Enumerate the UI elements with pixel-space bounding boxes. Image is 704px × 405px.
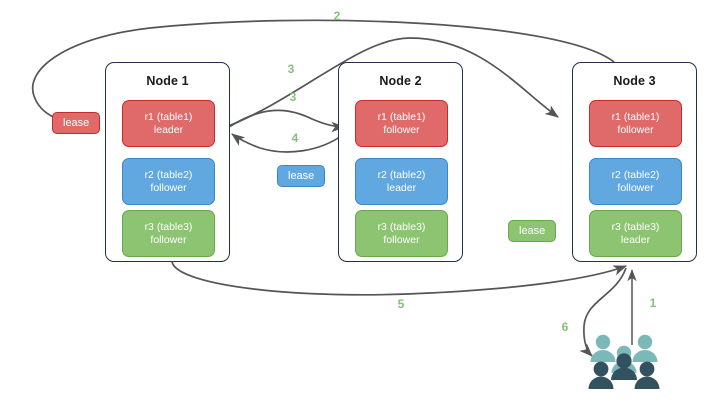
lease-badge-blue[interactable]: lease xyxy=(277,165,326,187)
replica-role: follower xyxy=(383,233,420,246)
users-front-row xyxy=(588,353,660,389)
replica-role: follower xyxy=(383,123,420,136)
node-1[interactable]: Node 1 r1 (table1) leader r2 (table2) fo… xyxy=(105,62,230,262)
node-2-replica-r3[interactable]: r3 (table3) follower xyxy=(355,210,448,257)
node-1-replica-r2[interactable]: r2 (table2) follower xyxy=(122,158,215,205)
step-label-3a: 3 xyxy=(287,62,295,76)
replica-name: r1 (table1) xyxy=(611,110,660,123)
edge-step-3b xyxy=(225,109,346,133)
users-icon[interactable] xyxy=(588,331,666,393)
step-label-2: 2 xyxy=(333,9,341,23)
step-label-6: 6 xyxy=(561,320,569,334)
replica-name: r3 (table3) xyxy=(144,220,193,233)
node-2-replica-r2[interactable]: r2 (table2) leader xyxy=(355,158,448,205)
node-1-replica-r3[interactable]: r3 (table3) follower xyxy=(122,210,215,257)
replica-role: follower xyxy=(617,181,654,194)
replica-name: r2 (table2) xyxy=(611,168,660,181)
node-2[interactable]: Node 2 r1 (table1) follower r2 (table2) … xyxy=(338,62,463,262)
replica-name: r2 (table2) xyxy=(144,168,193,181)
replica-role: leader xyxy=(386,181,417,194)
step-label-4: 4 xyxy=(291,131,299,145)
node-3-replica-r1[interactable]: r1 (table1) follower xyxy=(589,100,682,147)
replica-role: leader xyxy=(153,123,184,136)
replica-role: follower xyxy=(150,233,187,246)
lease-badge-red[interactable]: lease xyxy=(52,112,101,134)
edge-step-5 xyxy=(171,261,627,296)
node-3-replica-r3[interactable]: r3 (table3) leader xyxy=(589,210,682,257)
node-3[interactable]: Node 3 r1 (table1) follower r2 (table2) … xyxy=(572,62,697,262)
replica-name: r1 (table1) xyxy=(144,110,193,123)
node-2-replica-r1[interactable]: r1 (table1) follower xyxy=(355,100,448,147)
replica-role: leader xyxy=(620,233,651,246)
replica-role: follower xyxy=(617,123,654,136)
replica-name: r1 (table1) xyxy=(377,110,426,123)
replica-role: follower xyxy=(150,181,187,194)
replica-name: r3 (table3) xyxy=(377,220,426,233)
replica-name: r2 (table2) xyxy=(377,168,426,181)
node-1-title: Node 1 xyxy=(146,74,189,88)
step-label-5: 5 xyxy=(397,297,405,311)
replica-name: r3 (table3) xyxy=(611,220,660,233)
node-1-replica-r1[interactable]: r1 (table1) leader xyxy=(122,100,215,147)
lease-badge-green[interactable]: lease xyxy=(508,220,557,242)
node-3-title: Node 3 xyxy=(613,74,656,88)
step-label-1: 1 xyxy=(649,296,657,310)
node-3-replica-r2[interactable]: r2 (table2) follower xyxy=(589,158,682,205)
node-2-title: Node 2 xyxy=(379,74,422,88)
step-label-3b: 3 xyxy=(289,90,297,104)
